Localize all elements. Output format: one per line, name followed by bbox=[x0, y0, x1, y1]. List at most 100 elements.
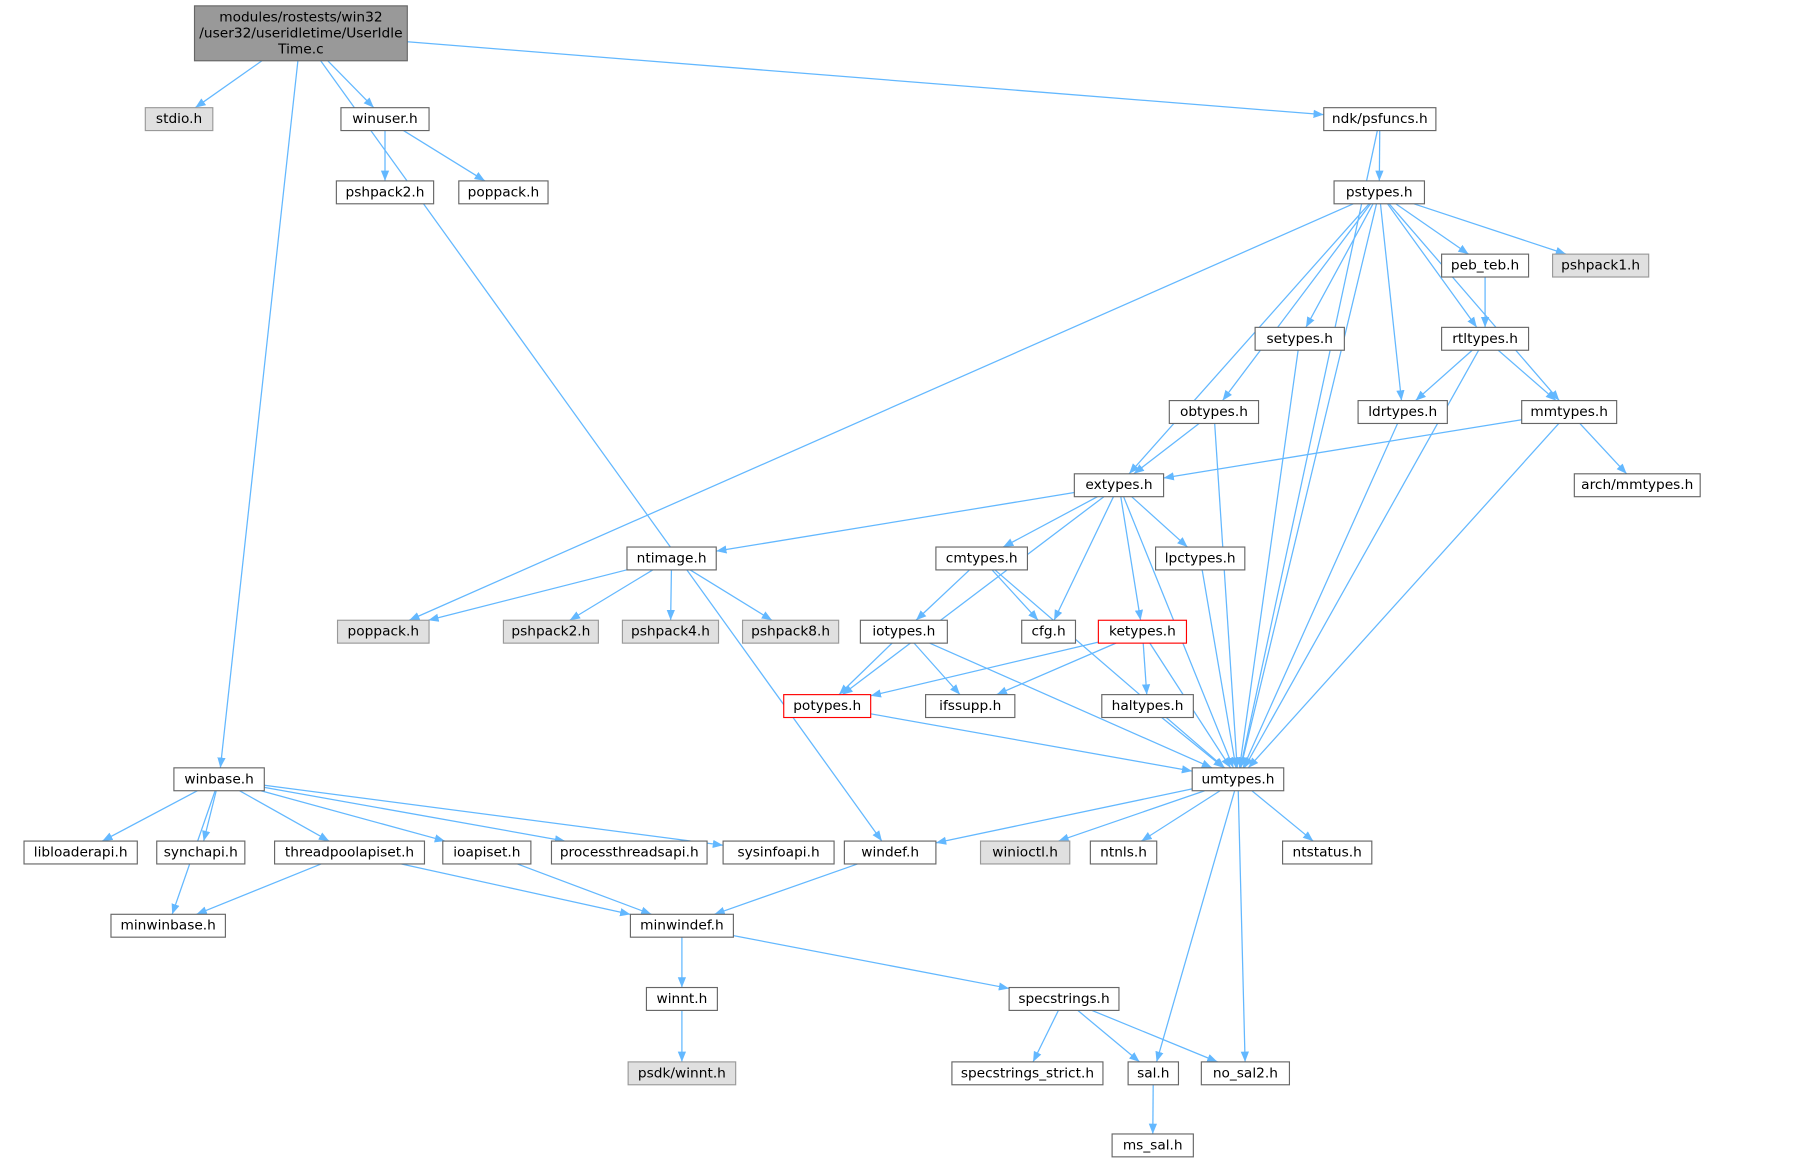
edge-haltypes-to-umtypes bbox=[1161, 717, 1225, 769]
node-cmtypes[interactable]: cmtypes.h bbox=[935, 546, 1029, 571]
node-winuser[interactable]: winuser.h bbox=[340, 107, 430, 132]
edge-cmtypes-to-iotypes bbox=[915, 569, 970, 621]
node-label: processthreadsapi.h bbox=[560, 845, 699, 861]
node-threadpool[interactable]: threadpoolapiset.h bbox=[274, 840, 426, 865]
edge-threadpool-to-minwinbase bbox=[196, 863, 322, 915]
node-mmtypes[interactable]: mmtypes.h bbox=[1521, 400, 1618, 425]
node-label: winioctl.h bbox=[992, 845, 1058, 861]
edge-pstypes-to-obtypes bbox=[1222, 203, 1372, 401]
edge-pstypes-to-pshpack1 bbox=[1413, 203, 1567, 255]
node-label: mmtypes.h bbox=[1530, 404, 1608, 420]
node-archmm[interactable]: arch/mmtypes.h bbox=[1573, 473, 1701, 498]
node-pshpack4[interactable]: pshpack4.h bbox=[621, 619, 720, 644]
node-setypes[interactable]: setypes.h bbox=[1254, 326, 1345, 351]
node-box bbox=[23, 840, 138, 865]
node-box bbox=[1073, 473, 1165, 498]
node-minwindef[interactable]: minwindef.h bbox=[629, 913, 734, 938]
node-pshpack8[interactable]: pshpack8.h bbox=[741, 619, 840, 644]
node-minwinbase[interactable]: minwinbase.h bbox=[110, 913, 226, 938]
node-box bbox=[1111, 1133, 1194, 1158]
edge-ntimage-to-pshpack8 bbox=[689, 569, 773, 621]
node-specstrict[interactable]: specstrings_strict.h bbox=[951, 1061, 1104, 1086]
node-label: ntnls.h bbox=[1100, 845, 1147, 861]
node-box bbox=[335, 180, 435, 205]
node-psfuncs[interactable]: ndk/psfuncs.h bbox=[1323, 107, 1437, 132]
edge-psfuncs-to-umtypes bbox=[1238, 130, 1378, 768]
node-specstrings[interactable]: specstrings.h bbox=[1008, 986, 1120, 1011]
node-ntstatus[interactable]: ntstatus.h bbox=[1282, 840, 1373, 865]
edge-ntimage-to-pshpack2b bbox=[569, 569, 654, 621]
node-label: minwinbase.h bbox=[121, 918, 216, 934]
node-ntnls[interactable]: ntnls.h bbox=[1089, 840, 1158, 865]
node-winnt[interactable]: winnt.h bbox=[645, 986, 718, 1011]
edge-umtypes-to-nosal2 bbox=[1237, 790, 1249, 1062]
node-libloader[interactable]: libloaderapi.h bbox=[23, 840, 138, 865]
edge-main-to-psfuncs bbox=[407, 41, 1324, 118]
node-label: pshpack4.h bbox=[631, 624, 710, 640]
node-main[interactable]: modules/rostests/win32/user32/useridleti… bbox=[193, 5, 408, 62]
node-potypes[interactable]: potypes.h bbox=[783, 694, 872, 719]
node-pshpack2a[interactable]: pshpack2.h bbox=[335, 180, 435, 205]
edge-main-to-windef bbox=[320, 60, 883, 842]
node-label: pstypes.h bbox=[1346, 184, 1413, 200]
node-label: umtypes.h bbox=[1201, 771, 1274, 787]
node-nosal2[interactable]: no_sal2.h bbox=[1200, 1061, 1291, 1086]
node-box bbox=[1357, 400, 1448, 425]
node-rtltypes[interactable]: rtltypes.h bbox=[1441, 326, 1530, 351]
node-lpctypes[interactable]: lpctypes.h bbox=[1155, 546, 1246, 571]
node-ketypes[interactable]: ketypes.h bbox=[1097, 619, 1188, 644]
node-ldrtypes[interactable]: ldrtypes.h bbox=[1357, 400, 1448, 425]
node-winioctl[interactable]: winioctl.h bbox=[979, 840, 1071, 865]
edge-extypes-to-cfg bbox=[1053, 496, 1115, 621]
edge-ketypes-to-ifssupp bbox=[996, 642, 1117, 696]
node-psdkwinnt[interactable]: psdk/winnt.h bbox=[627, 1061, 737, 1086]
node-box bbox=[502, 619, 599, 644]
node-box bbox=[951, 1061, 1104, 1086]
node-sysinfo[interactable]: sysinfoapi.h bbox=[722, 840, 835, 865]
node-label: extypes.h bbox=[1085, 477, 1152, 493]
node-peb_teb[interactable]: peb_teb.h bbox=[1441, 253, 1530, 278]
node-obtypes[interactable]: obtypes.h bbox=[1168, 400, 1260, 425]
edge-cmtypes-to-cfg bbox=[991, 569, 1039, 621]
node-box bbox=[193, 5, 408, 62]
node-pstypes[interactable]: pstypes.h bbox=[1333, 180, 1426, 205]
node-box bbox=[1097, 619, 1188, 644]
node-procthreads[interactable]: processthreadsapi.h bbox=[550, 840, 708, 865]
node-poppacka[interactable]: poppack.h bbox=[458, 180, 549, 205]
node-cfg[interactable]: cfg.h bbox=[1021, 619, 1077, 644]
node-box bbox=[1168, 400, 1260, 425]
edge-umtypes-to-winioctl bbox=[1058, 790, 1205, 842]
edge-pstypes-to-extypes bbox=[1128, 203, 1370, 475]
node-label: modules/rostests/win32 bbox=[219, 9, 382, 25]
node-label: stdio.h bbox=[156, 111, 202, 127]
node-box bbox=[645, 986, 718, 1011]
edge-main-to-winbase bbox=[217, 60, 299, 768]
node-ntimage[interactable]: ntimage.h bbox=[626, 546, 717, 571]
node-ioapiset[interactable]: ioapiset.h bbox=[442, 840, 532, 865]
node-iotypes[interactable]: iotypes.h bbox=[859, 619, 948, 644]
node-sal[interactable]: sal.h bbox=[1127, 1061, 1180, 1086]
node-poppackb[interactable]: poppack.h bbox=[336, 619, 430, 644]
node-windef[interactable]: windef.h bbox=[843, 840, 937, 865]
edge-mmtypes-to-extypes bbox=[1163, 419, 1522, 481]
node-winbase[interactable]: winbase.h bbox=[173, 767, 265, 792]
node-stdio[interactable]: stdio.h bbox=[144, 107, 214, 132]
node-box bbox=[1282, 840, 1373, 865]
edge-extypes-to-ketypes bbox=[1120, 496, 1144, 621]
node-pshpack1[interactable]: pshpack1.h bbox=[1552, 253, 1650, 278]
node-ifssupp[interactable]: ifssupp.h bbox=[925, 694, 1016, 719]
node-synchapi[interactable]: synchapi.h bbox=[156, 840, 246, 865]
node-umtypes[interactable]: umtypes.h bbox=[1191, 767, 1285, 792]
node-box bbox=[340, 107, 430, 132]
node-label: obtypes.h bbox=[1180, 404, 1248, 420]
node-label: cmtypes.h bbox=[946, 550, 1018, 566]
node-box bbox=[173, 767, 265, 792]
edge-iotypes-to-ifssupp bbox=[913, 642, 961, 696]
node-box bbox=[1008, 986, 1120, 1011]
node-mssal[interactable]: ms_sal.h bbox=[1111, 1133, 1194, 1158]
edges bbox=[101, 41, 1628, 1134]
node-extypes[interactable]: extypes.h bbox=[1073, 473, 1165, 498]
node-pshpack2b[interactable]: pshpack2.h bbox=[502, 619, 599, 644]
edge-umtypes-to-sal bbox=[1155, 790, 1236, 1063]
node-haltypes[interactable]: haltypes.h bbox=[1101, 694, 1194, 719]
